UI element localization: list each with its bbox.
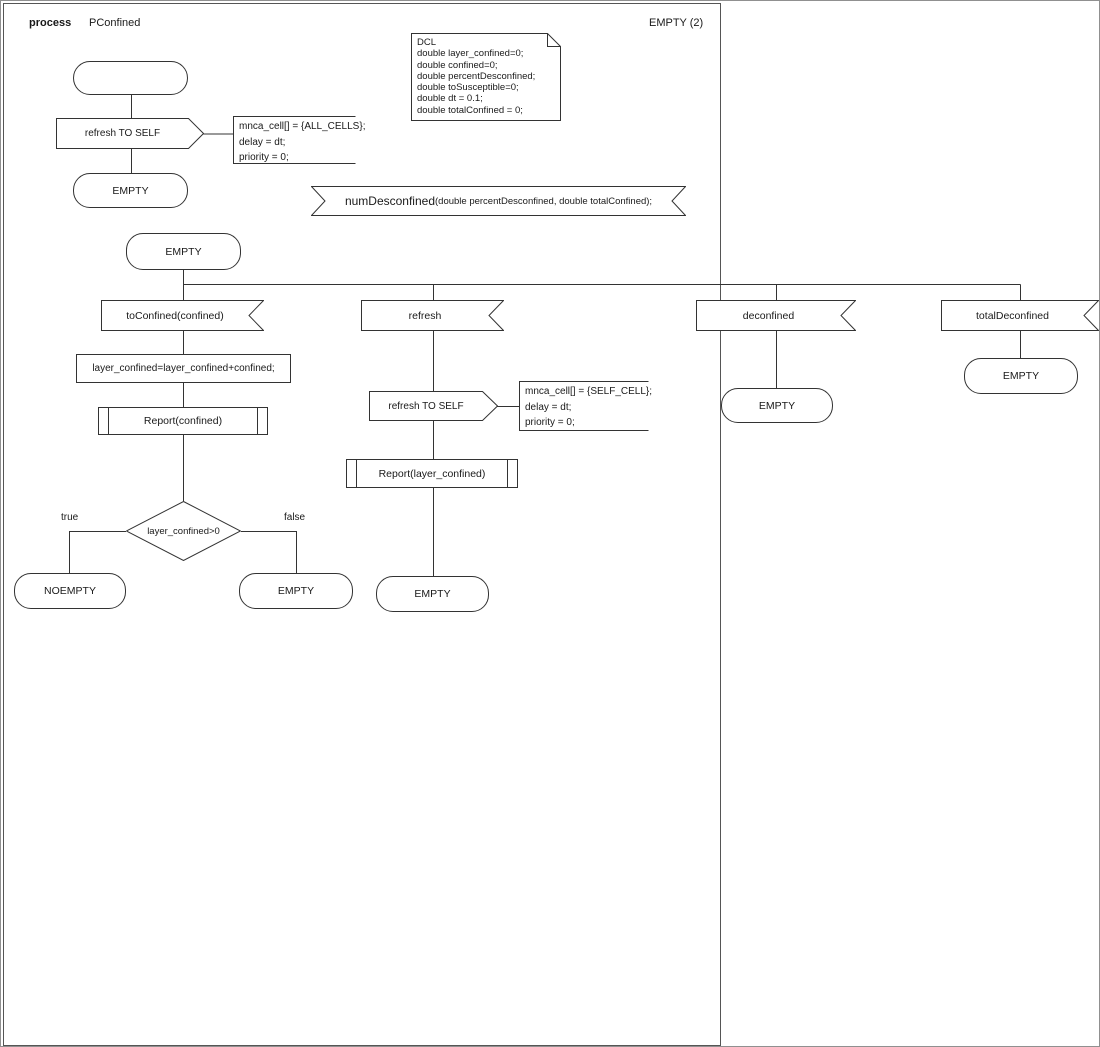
state-empty-totaldeconfined[interactable]: EMPTY	[964, 358, 1078, 394]
input-toconfined[interactable]: toConfined(confined)	[101, 300, 264, 331]
state-label: EMPTY	[165, 245, 202, 258]
decision-shape	[126, 501, 241, 561]
state-empty-deconfined[interactable]: EMPTY	[721, 388, 833, 423]
process-name: PConfined	[89, 17, 141, 29]
input-shape	[101, 300, 264, 331]
state-empty-main[interactable]: EMPTY	[126, 233, 241, 270]
comment-self-cell[interactable]: mnca_cell[] = {SELF_CELL}; delay = dt; p…	[519, 381, 653, 431]
start-symbol[interactable]	[73, 61, 188, 95]
output-shape	[369, 391, 498, 421]
output-shape	[56, 118, 204, 149]
branch-true-label: true	[61, 512, 79, 523]
comment-bracket-shape	[519, 381, 649, 431]
comment-text: mnca_cell[] = {SELF_CELL}; delay = dt; p…	[525, 386, 653, 428]
comment-all-cells[interactable]: mnca_cell[] = {ALL_CELLS}; delay = dt; p…	[233, 116, 365, 164]
task-layer-confined[interactable]: layer_confined=layer_confined+confined;	[76, 354, 291, 383]
procedure-shape	[98, 407, 268, 435]
note-shape	[411, 33, 561, 121]
process-kind-label: process	[29, 17, 72, 29]
state-label: EMPTY	[1002, 370, 1040, 382]
banner-shape	[311, 186, 686, 216]
input-shape	[941, 300, 1099, 331]
page-label: EMPTY (2)	[649, 17, 704, 29]
input-shape	[696, 300, 856, 331]
procedure-shape	[346, 459, 518, 488]
state-label: EMPTY	[277, 585, 315, 597]
output-refresh-to-self-2[interactable]: refresh TO SELF	[369, 391, 498, 421]
state-label: NOEMPTY	[44, 585, 96, 597]
state-label: EMPTY	[414, 588, 451, 600]
procedure-report-confined[interactable]: Report(confined)	[98, 407, 268, 435]
task-text: layer_confined=layer_confined+confined;	[92, 363, 275, 374]
state-empty-refresh-branch[interactable]: EMPTY	[376, 576, 489, 612]
input-shape	[361, 300, 504, 331]
comment-bracket-shape	[233, 116, 356, 164]
input-deconfined[interactable]: deconfined	[696, 300, 856, 331]
signal-banner-numdesconfined[interactable]: numDesconfined(double percentDesconfined…	[311, 186, 686, 216]
dcl-text: DCL double layer_confined=0; double conf…	[417, 37, 536, 116]
dcl-text-symbol[interactable]: DCL double layer_confined=0; double conf…	[411, 33, 561, 121]
input-totaldeconfined[interactable]: totalDeconfined	[941, 300, 1099, 331]
procedure-report-layer-confined[interactable]: Report(layer_confined)	[346, 459, 518, 488]
process-frame	[3, 3, 721, 1046]
state-label: EMPTY	[112, 184, 149, 197]
decision-layer-confined[interactable]: layer_confined>0	[126, 501, 241, 561]
branch-false-label: false	[284, 512, 306, 523]
input-refresh[interactable]: refresh	[361, 300, 504, 331]
output-refresh-to-self[interactable]: refresh TO SELF	[56, 118, 204, 149]
state-empty-false-branch[interactable]: EMPTY	[239, 573, 353, 609]
comment-text: mnca_cell[] = {ALL_CELLS}; delay = dt; p…	[239, 121, 366, 163]
state-label: EMPTY	[758, 399, 796, 412]
state-empty-after-start[interactable]: EMPTY	[73, 173, 188, 208]
state-noempty[interactable]: NOEMPTY	[14, 573, 126, 609]
